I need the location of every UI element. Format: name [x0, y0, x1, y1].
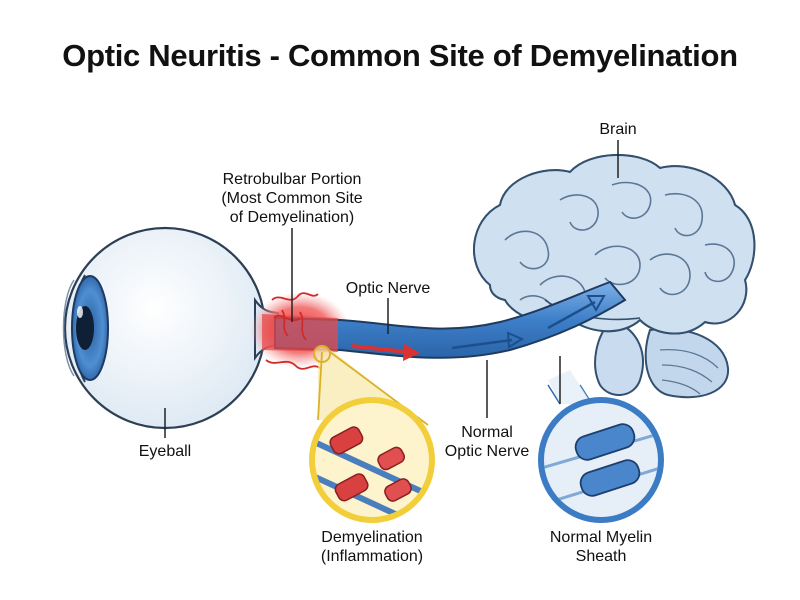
page-title: Optic Neuritis - Common Site of Demyelin… — [62, 38, 738, 73]
brain-label: Brain — [599, 121, 637, 138]
demyelination-label-line2: (Inflammation) — [320, 548, 424, 565]
leader-lines — [164, 140, 619, 438]
optic-nerve — [274, 280, 627, 359]
retrobulbar-label-line3: of Demyelination) — [229, 209, 355, 226]
demyelination-zoom — [309, 397, 435, 523]
optic-nerve-label: Optic Nerve — [345, 280, 431, 297]
myelin-zoom — [538, 397, 664, 523]
inflamed-segment — [262, 314, 338, 352]
demyelination-label-line1: Demyelination — [321, 529, 423, 546]
normal-optic-label-line1: Normal — [461, 424, 513, 441]
eyeball-illustration — [62, 226, 267, 430]
eyeball-label: Eyeball — [138, 443, 192, 460]
brain-illustration — [473, 153, 756, 399]
myelin-label-line2: Sheath — [575, 548, 627, 565]
inflammation-marks — [265, 292, 321, 370]
retrobulbar-label-line2: (Most Common Site — [221, 190, 363, 207]
normal-optic-label-line2: Optic Nerve — [444, 443, 530, 460]
myelin-label-line1: Normal Myelin — [549, 529, 653, 546]
signal-arrows — [351, 295, 606, 361]
retrobulbar-label-line1: Retrobulbar Portion — [222, 171, 362, 188]
